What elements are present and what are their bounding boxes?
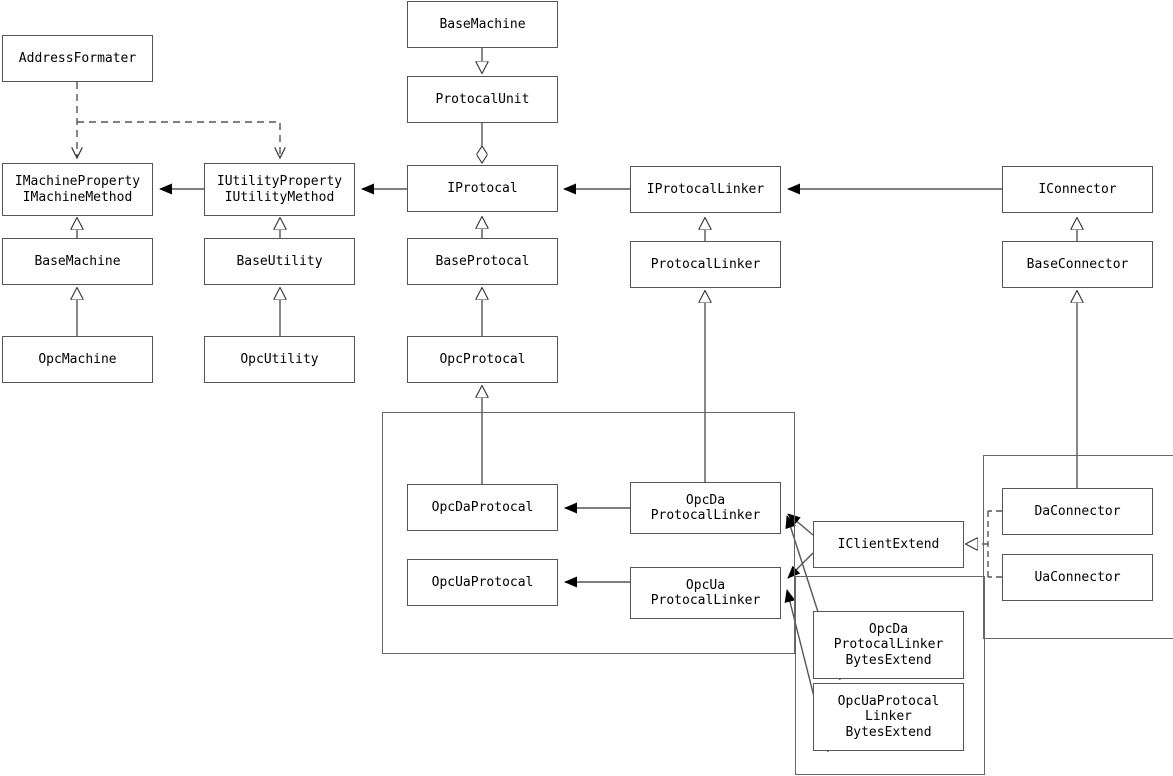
edge-addressFormater-to-iUtilityProperty (77, 121, 280, 158)
class-box-opcDaProtocalLinker[interactable]: OpcDa ProtocalLinker (630, 482, 781, 534)
class-box-protocalLinker[interactable]: ProtocalLinker (630, 241, 781, 288)
group-connector-implementations (983, 455, 1173, 639)
class-label-iUtilityProperty: IUtilityProperty IUtilityMethod (216, 174, 343, 205)
class-box-daConnector[interactable]: DaConnector (1002, 488, 1153, 535)
class-label-opcProtocal: OpcProtocal (439, 351, 526, 367)
class-box-baseUtility[interactable]: BaseUtility (204, 238, 355, 285)
class-box-iProtocalLinker[interactable]: IProtocalLinker (630, 166, 781, 213)
class-box-baseConnector[interactable]: BaseConnector (1002, 241, 1153, 288)
edge-iClientExtend-to-opcUaProtocalLinker (787, 552, 814, 579)
class-label-opcUaLinkerBytesExtend: OpcUaProtocal Linker BytesExtend (837, 694, 940, 740)
class-label-iMachineProperty: IMachineProperty IMachineMethod (14, 174, 141, 205)
class-box-opcUaProtocal[interactable]: OpcUaProtocal (407, 559, 558, 606)
class-label-daConnector: DaConnector (1034, 503, 1121, 519)
class-label-opcDaProtocalLinker: OpcDa ProtocalLinker (650, 492, 761, 523)
class-label-opcMachine: OpcMachine (38, 351, 117, 367)
class-box-opcUtility[interactable]: OpcUtility (204, 336, 355, 383)
class-box-baseProtocal[interactable]: BaseProtocal (407, 238, 558, 285)
class-box-opcUaLinkerBytesExtend[interactable]: OpcUaProtocal Linker BytesExtend (813, 683, 964, 751)
class-box-iProtocal[interactable]: IProtocal (407, 165, 558, 212)
class-label-addressFormater: AddressFormater (18, 50, 137, 66)
class-box-opcDaProtocal[interactable]: OpcDaProtocal (407, 484, 558, 531)
class-label-opcDaLinkerBytesExtend: OpcDa ProtocalLinker BytesExtend (833, 622, 944, 668)
class-label-protocalLinker: ProtocalLinker (650, 256, 761, 272)
class-label-iProtocal: IProtocal (447, 180, 518, 196)
class-box-baseMachine-top[interactable]: BaseMachine (407, 1, 558, 48)
class-box-addressFormater[interactable]: AddressFormater (2, 35, 153, 82)
class-label-iClientExtend: IClientExtend (837, 536, 940, 552)
class-label-uaConnector: UaConnector (1034, 569, 1121, 585)
class-label-protocalUnit: ProtocalUnit (435, 91, 530, 107)
class-box-protocalUnit[interactable]: ProtocalUnit (407, 76, 558, 123)
class-label-iConnector: IConnector (1038, 181, 1117, 197)
class-box-opcProtocal[interactable]: OpcProtocal (407, 336, 558, 383)
class-label-opcUaProtocalLinker: OpcUa ProtocalLinker (650, 577, 761, 608)
class-box-opcDaLinkerBytesExtend[interactable]: OpcDa ProtocalLinker BytesExtend (813, 611, 964, 679)
class-box-iUtilityProperty[interactable]: IUtilityProperty IUtilityMethod (204, 163, 355, 216)
group-bytes-extend-implementations (795, 576, 985, 775)
class-label-opcUtility: OpcUtility (240, 351, 319, 367)
class-label-baseMachine-top: BaseMachine (439, 16, 526, 32)
class-box-iConnector[interactable]: IConnector (1002, 166, 1153, 213)
class-label-opcUaProtocal: OpcUaProtocal (431, 574, 534, 590)
class-box-iMachineProperty[interactable]: IMachineProperty IMachineMethod (2, 163, 153, 216)
class-box-iClientExtend[interactable]: IClientExtend (813, 521, 964, 568)
class-box-uaConnector[interactable]: UaConnector (1002, 554, 1153, 601)
class-box-baseMachine-left[interactable]: BaseMachine (2, 238, 153, 285)
group-protocal-implementations (382, 412, 795, 654)
class-box-opcUaProtocalLinker[interactable]: OpcUa ProtocalLinker (630, 567, 781, 619)
class-label-baseMachine-left: BaseMachine (34, 253, 121, 269)
class-box-opcMachine[interactable]: OpcMachine (2, 336, 153, 383)
class-label-baseConnector: BaseConnector (1026, 256, 1129, 272)
class-label-iProtocalLinker: IProtocalLinker (646, 181, 765, 197)
class-label-baseProtocal: BaseProtocal (435, 253, 530, 269)
class-label-baseUtility: BaseUtility (236, 253, 323, 269)
class-label-opcDaProtocal: OpcDaProtocal (431, 499, 534, 515)
